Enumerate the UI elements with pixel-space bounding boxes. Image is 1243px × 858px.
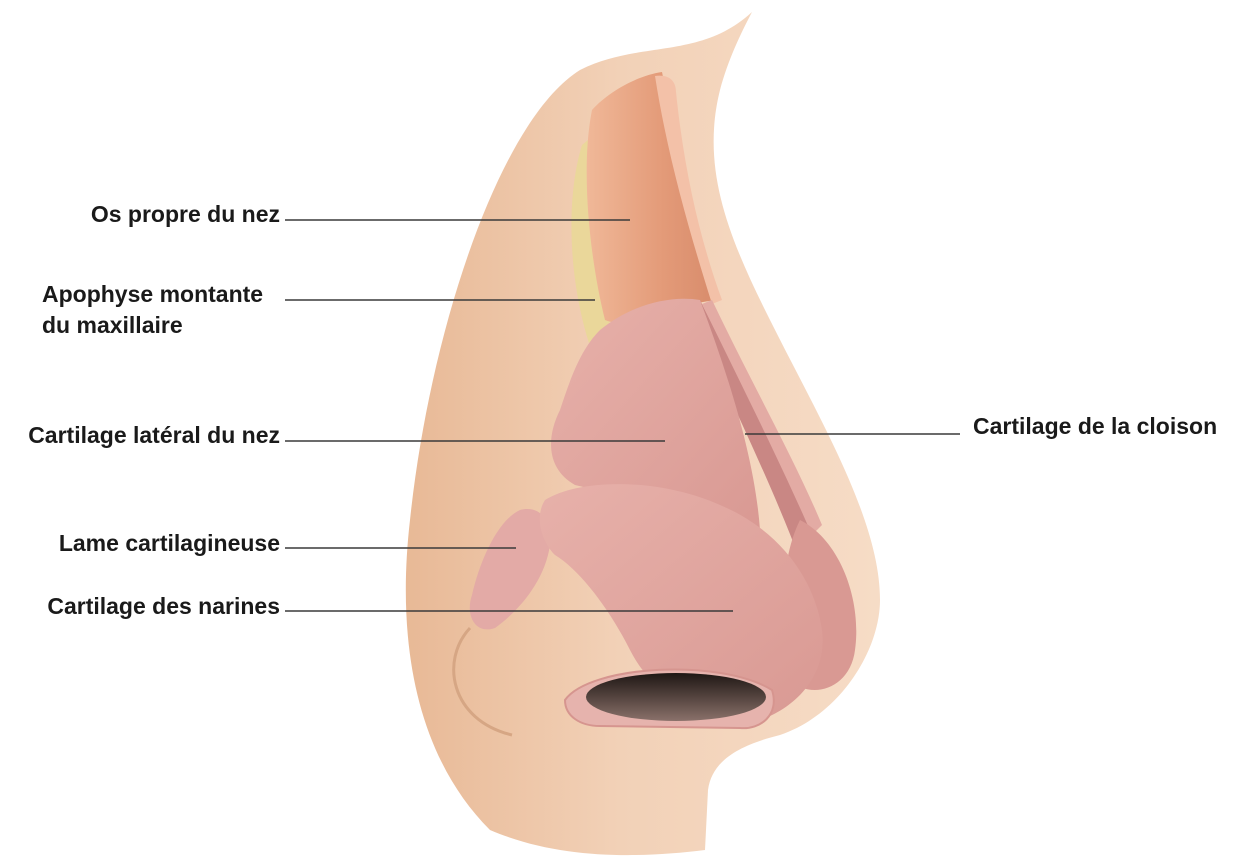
- label-lateral-cartilage: Cartilage latéral du nez: [28, 422, 280, 448]
- label-frontal-process-line2: du maxillaire: [42, 312, 183, 338]
- label-nasal-bone: Os propre du nez: [91, 201, 280, 227]
- label-frontal-process-line1: Apophyse montante: [42, 281, 263, 307]
- label-septal-cartilage: Cartilage de la cloison: [973, 413, 1217, 439]
- label-alar-cartilage: Cartilage des narines: [47, 593, 280, 619]
- label-cartilaginous-plate: Lame cartilagineuse: [59, 530, 280, 556]
- nostril-opening: [586, 673, 766, 721]
